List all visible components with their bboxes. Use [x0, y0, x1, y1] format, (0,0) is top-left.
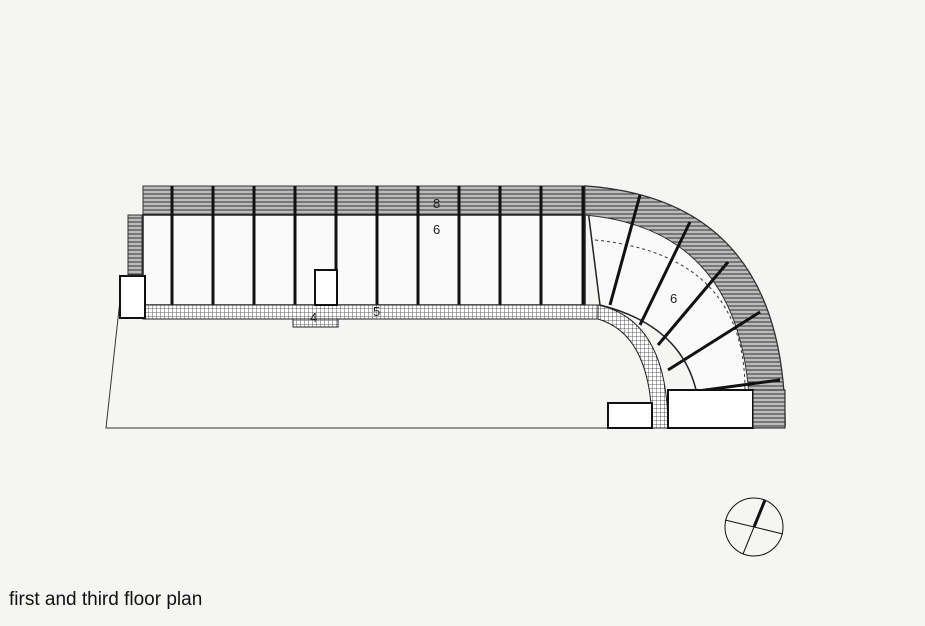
curved-corridor	[597, 304, 669, 429]
figure-caption: first and third floor plan	[9, 589, 203, 610]
room-label-6: 6	[433, 222, 440, 237]
units-straight	[142, 214, 586, 306]
room-label-6-curve: 6	[670, 291, 677, 306]
stair-left	[119, 275, 146, 319]
room-label-4: 4	[310, 310, 317, 325]
corridor	[142, 304, 599, 320]
room-label-8: 8	[433, 196, 440, 211]
lift	[314, 269, 338, 306]
room-label-5: 5	[373, 304, 380, 319]
stair-bottom	[607, 402, 653, 429]
site-outline	[105, 299, 652, 429]
balcony-strip	[142, 185, 586, 216]
north-arrow-icon	[724, 497, 784, 557]
